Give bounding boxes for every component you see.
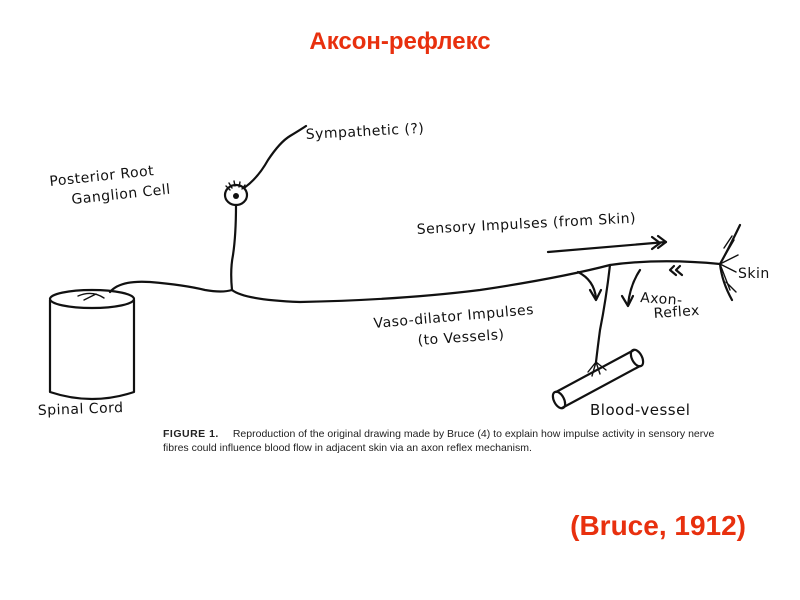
- vasodilator-branch: [594, 263, 612, 364]
- sensory-impulse-arrow: [546, 234, 668, 254]
- figure-caption-text: Reproduction of the original drawing mad…: [163, 428, 715, 454]
- blood-vessel-drawing: [551, 348, 645, 410]
- ganglion-cell: [223, 180, 249, 207]
- label-skin: Skin: [738, 266, 770, 282]
- spinal-cord-drawing: [48, 288, 136, 401]
- figure-caption: FIGURE 1.Reproduction of the original dr…: [163, 428, 723, 455]
- label-axon-reflex-1: Axon-: [640, 290, 683, 309]
- figure-label: FIGURE 1.: [163, 428, 219, 440]
- vasodilator-arrow: [576, 270, 603, 302]
- label-vasodilator-2: (to Vessels): [417, 327, 505, 349]
- label-sensory-impulses: Sensory Impulses (from Skin): [416, 211, 636, 238]
- ganglion-stalk: [230, 203, 238, 292]
- slide-title: Аксон-рефлекс: [309, 28, 491, 55]
- sympathetic-fibre: [242, 124, 308, 190]
- label-spinal-cord: Spinal Cord: [38, 400, 124, 419]
- label-vasodilator-1: Vaso-dilator Impulses: [373, 302, 535, 332]
- axon-reflex-arrow: [620, 268, 642, 308]
- label-axon-reflex-2: Reflex: [653, 303, 700, 322]
- label-sympathetic: Sympathetic (?): [305, 121, 424, 143]
- skin-impulse-arrow: [668, 264, 684, 277]
- citation: (Bruce, 1912): [570, 510, 746, 541]
- label-blood-vessel: Blood-vessel: [590, 401, 690, 419]
- skin-endings: [718, 223, 742, 302]
